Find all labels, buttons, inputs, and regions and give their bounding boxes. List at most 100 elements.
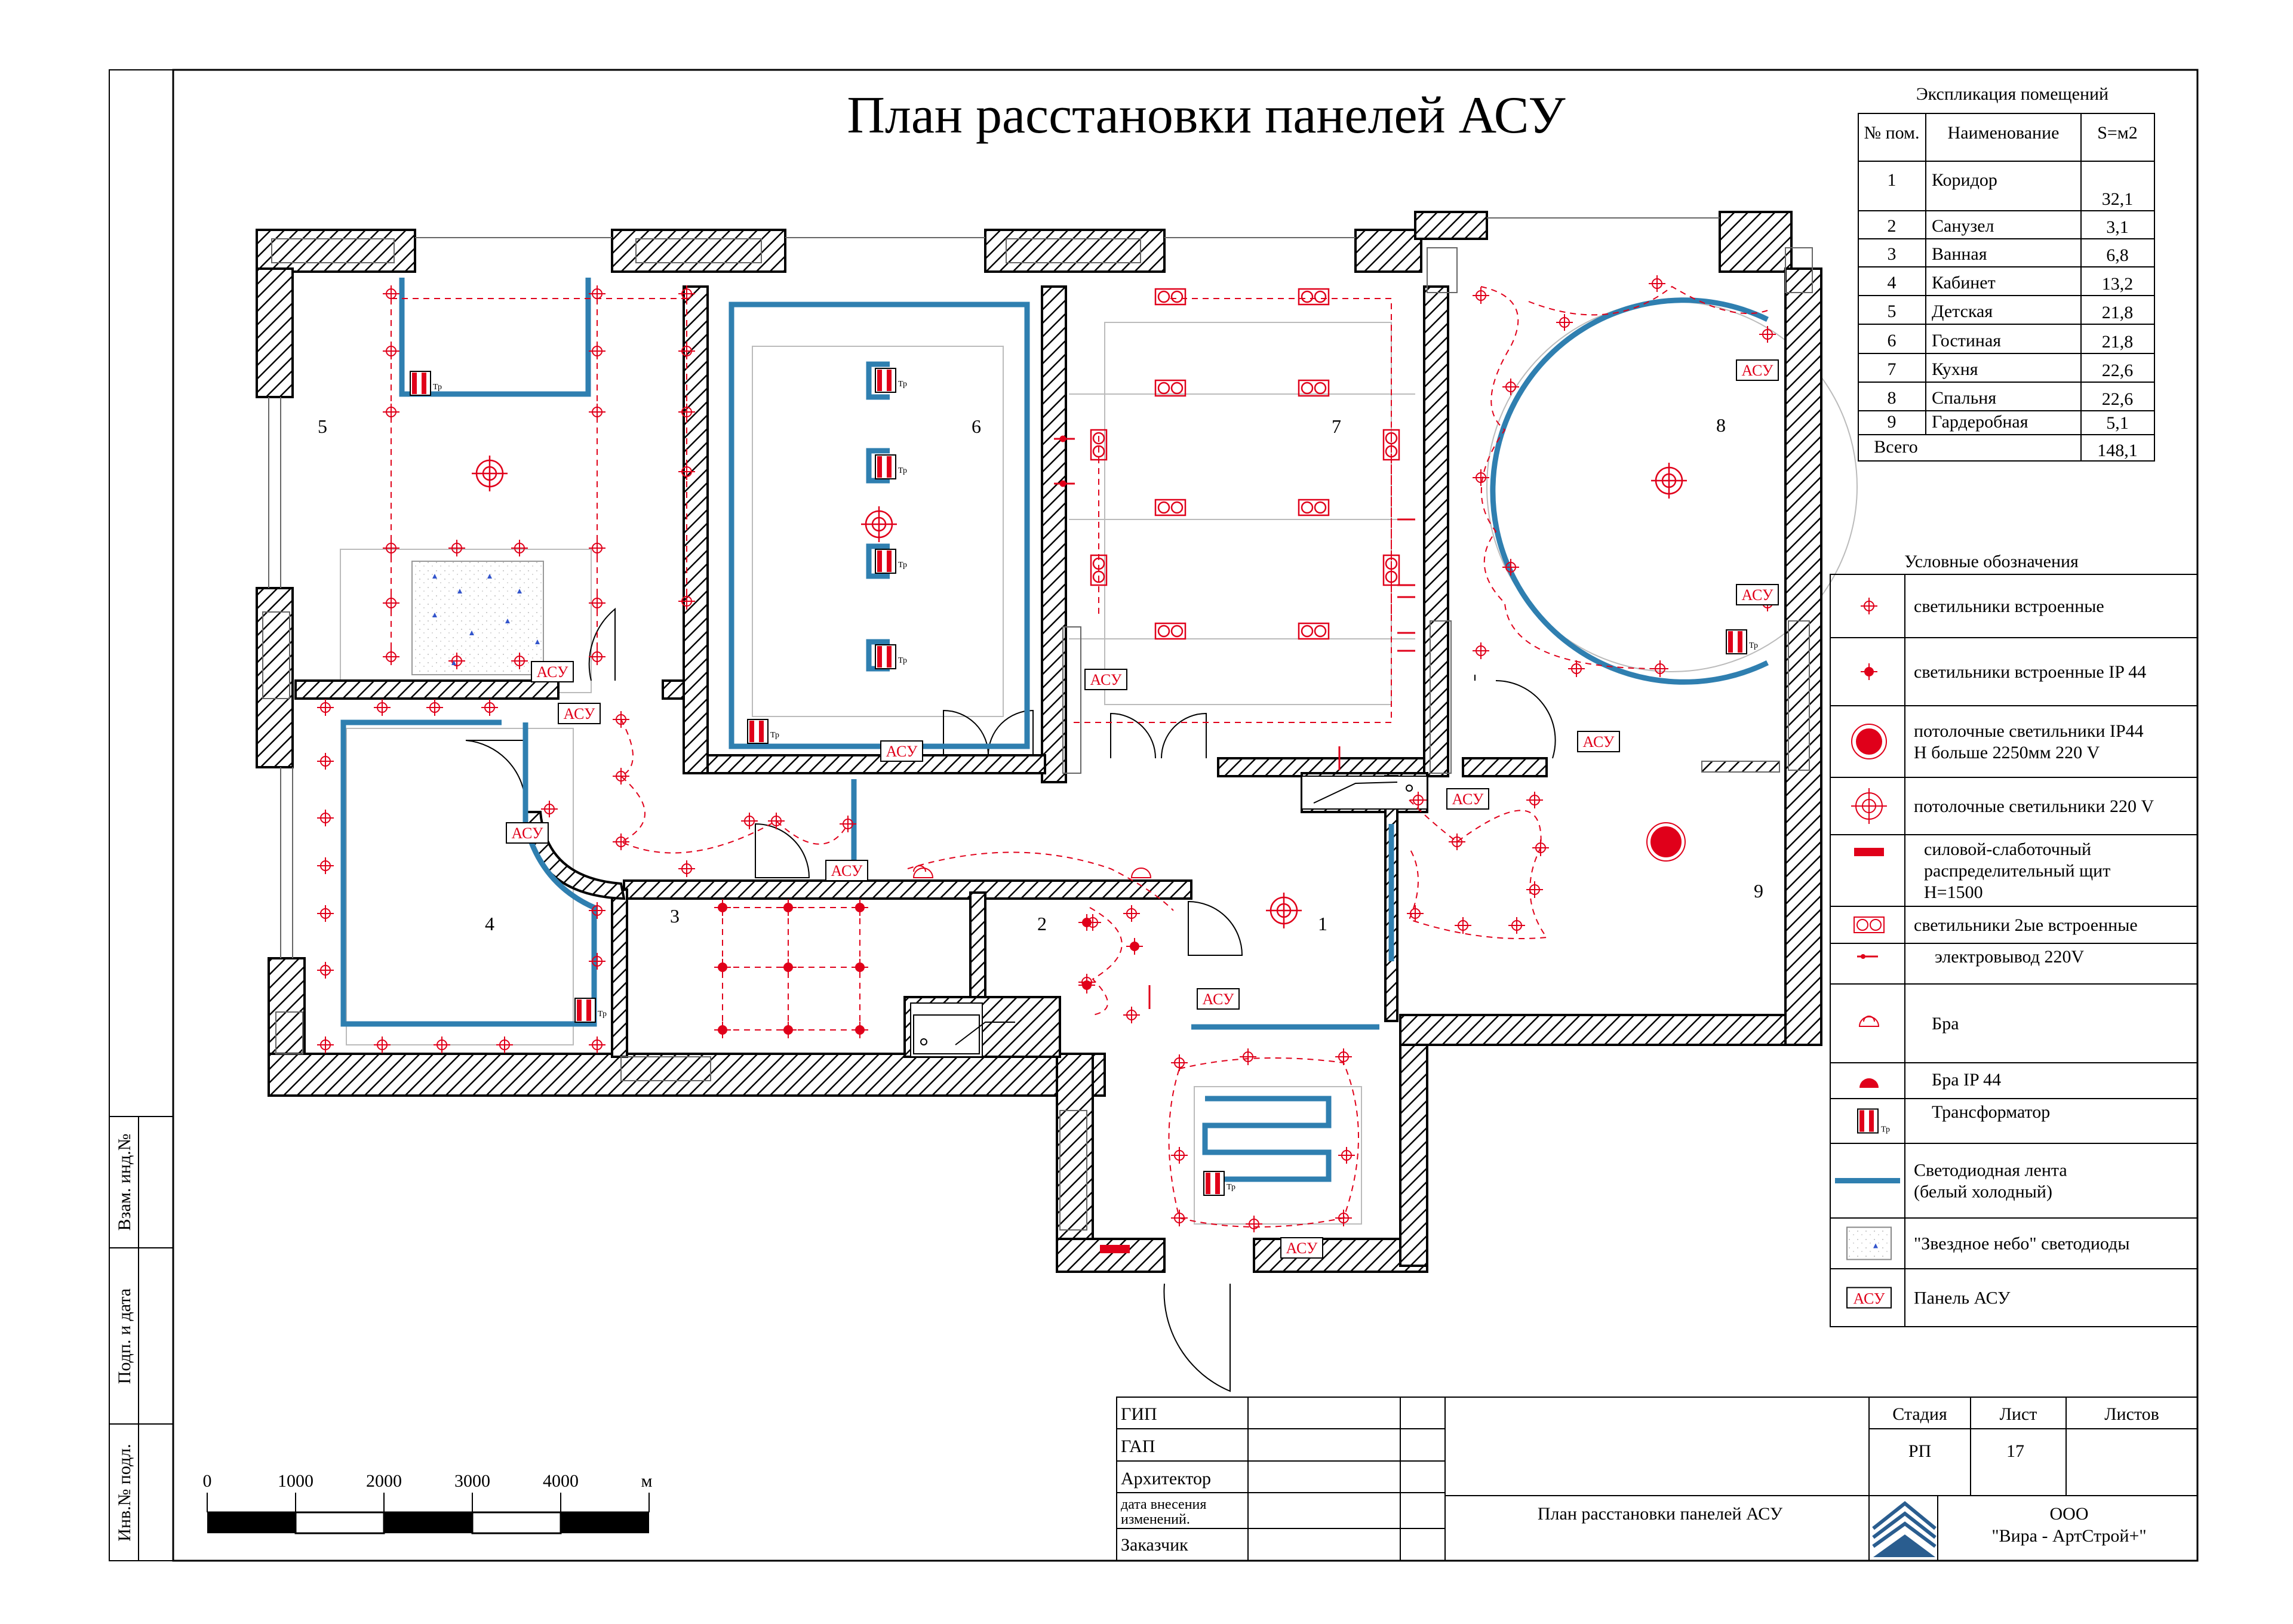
side-stamp-label-replace: Взам. инд.№ <box>115 1134 134 1231</box>
explication-row-area: 32,1 <box>2102 189 2134 209</box>
role-architect: Архитектор <box>1121 1469 1211 1488</box>
ceiling-light-ip44 <box>1646 822 1686 862</box>
recessed-lights <box>317 275 1776 1232</box>
explication-row-name: Санузел <box>1932 216 1994 236</box>
legend-item-label: Бра IP 44 <box>1932 1070 2001 1090</box>
room-number: 4 <box>485 913 494 934</box>
explication-row-number: 6 <box>1888 331 1897 350</box>
electrical-outlet-icon <box>1857 954 1878 959</box>
transformer-icon: Тр <box>1857 1108 1890 1134</box>
explication-header: S=м2 <box>2097 123 2138 143</box>
sconce-icon <box>1858 1016 1880 1027</box>
legend-item-label: светильники 2ые встроенные <box>1914 915 2138 935</box>
explication-row-area: 22,6 <box>2102 389 2134 409</box>
title-block-text: ГИП ГАП Архитектор дата внесения изменен… <box>1121 1404 2159 1558</box>
role-customer: Заказчик <box>1121 1535 1188 1555</box>
company-line-1: ООО <box>2050 1504 2089 1524</box>
explication-row-area: 5,1 <box>2106 413 2129 433</box>
explication-row-number: 8 <box>1888 388 1897 408</box>
header-sheet: Лист <box>2000 1404 2037 1424</box>
explication-row-number: 1 <box>1888 170 1897 190</box>
explication-table[interactable]: Экспликация помещений № пом. Наименование… <box>1858 84 2155 462</box>
explication-row-area: 21,8 <box>2102 332 2134 352</box>
scale-tick-label: 3000 <box>454 1471 490 1491</box>
asu-panel-icon: АСУ <box>1846 1287 1892 1309</box>
explication-row-name: Ванная <box>1932 244 1987 264</box>
ceiling-light-ip44-icon <box>1851 724 1887 759</box>
asu-panel-label: АСУ <box>1742 362 1773 379</box>
room-number: 7 <box>1332 416 1341 437</box>
legend-item-label: силовой-слаботочный <box>1924 839 2091 859</box>
legend-item-label: Трансформатор <box>1932 1102 2050 1122</box>
distribution-panel <box>1100 1245 1130 1253</box>
legend-item-label: Светодиодная лента <box>1914 1161 2067 1180</box>
asu-panel-label: АСУ <box>831 862 863 879</box>
legend-item-label: светильники встроенные <box>1914 596 2104 616</box>
legend-item-label: распределительный щит <box>1924 861 2110 881</box>
asu-panel-label: АСУ <box>1090 671 1122 688</box>
explication-row-number: 5 <box>1888 302 1897 321</box>
legend-item-label: (белый холодный) <box>1914 1182 2052 1202</box>
role-gip: ГИП <box>1121 1404 1157 1424</box>
legend-item-label: потолочные светильники IP44 <box>1914 721 2144 741</box>
transformer-tag: Тр <box>1227 1183 1235 1192</box>
room-number: 5 <box>318 416 327 437</box>
transformer-tag: Тр <box>770 731 779 740</box>
transformer-tag: Тр <box>1881 1125 1890 1134</box>
asu-panel-label: АСУ <box>537 663 568 681</box>
windows <box>262 217 1813 1231</box>
explication-header: Наименование <box>1948 123 2060 143</box>
header-sheets: Листов <box>2104 1404 2159 1424</box>
explication-row-number: 2 <box>1888 216 1897 236</box>
explication-row-area: 6,8 <box>2106 245 2129 265</box>
stage-value: РП <box>1908 1441 1931 1461</box>
page-title: План расстановки панелей АСУ <box>847 87 1566 144</box>
explication-row-name: Кухня <box>1932 359 1978 379</box>
explication-row-name: Гостиная <box>1932 331 2001 350</box>
explication-total-area: 148,1 <box>2097 441 2138 460</box>
scale-tick-label: 4000 <box>543 1471 579 1491</box>
asu-panel-label: АСУ <box>1452 791 1484 808</box>
transformer-tag: Тр <box>1749 641 1758 650</box>
asu-panel-label: АСУ <box>564 705 595 722</box>
room-number: 3 <box>670 905 680 927</box>
explication-caption: Экспликация помещений <box>1916 84 2108 104</box>
asu-panel-label: АСУ <box>1286 1239 1318 1257</box>
transformer-tag: Тр <box>898 466 907 475</box>
side-stamp-label-inv: Инв.№ подл. <box>115 1444 134 1541</box>
double-recessed-light-icon <box>1854 916 1885 933</box>
explication-row-area: 13,2 <box>2102 274 2134 294</box>
role-gap: ГАП <box>1121 1437 1155 1456</box>
recessed-lights-ip44 <box>714 899 1143 1038</box>
transformer-tag: Тр <box>433 383 442 392</box>
asu-panel-label: АСУ <box>1203 991 1234 1008</box>
starry-sky-area <box>411 561 544 675</box>
explication-total-label: Всего <box>1874 437 1918 457</box>
explication-header: № пом. <box>1864 123 1919 143</box>
transformer-tag: Тр <box>898 561 907 570</box>
legend-item-label: H=1500 <box>1924 882 1983 902</box>
explication-row-area: 22,6 <box>2102 361 2134 380</box>
legend-item-label: H больше 2250мм 220 V <box>1914 743 2100 762</box>
role-change-date-2: изменений. <box>1121 1512 1190 1527</box>
room-number: 6 <box>972 416 981 437</box>
led-strips <box>340 278 1769 1182</box>
recessed-light-icon <box>1861 598 1877 614</box>
distribution-panel-icon <box>1854 848 1884 856</box>
scale-unit: м <box>641 1471 653 1491</box>
room-number: 2 <box>1037 913 1047 934</box>
side-stamp-label-sign: Подп. и дата <box>115 1288 134 1384</box>
transformer-tag: Тр <box>898 656 907 665</box>
legend-caption: Условные обозначения <box>1904 552 2079 571</box>
asu-panel-label: АСУ <box>1742 586 1773 604</box>
side-stamp: Взам. инд.№ Подп. и дата Инв.№ подл. <box>109 1116 174 1561</box>
explication-frame <box>1858 113 2155 462</box>
asu-panel-label: АСУ <box>1583 733 1615 751</box>
electrical-outlets <box>1054 435 1415 1009</box>
